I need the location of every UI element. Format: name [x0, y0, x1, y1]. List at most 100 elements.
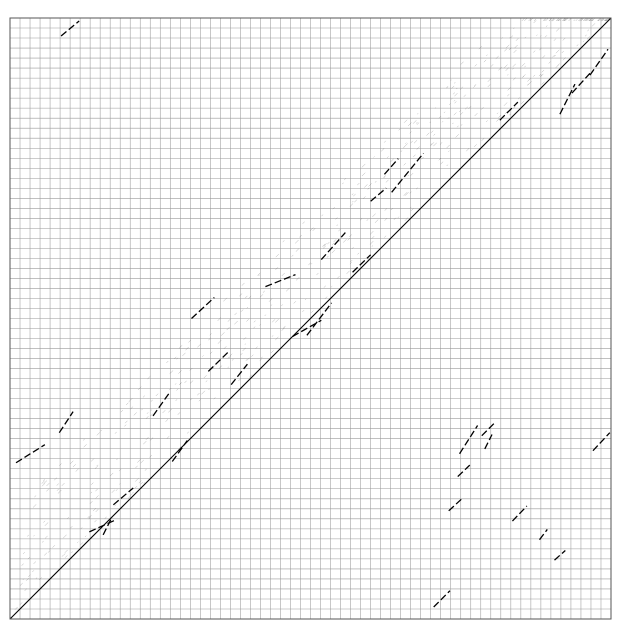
- faint-match-dot: [405, 142, 407, 144]
- faint-match-dot: [61, 482, 65, 486]
- faint-match-dot: [508, 47, 512, 51]
- faint-match-dot: [309, 227, 314, 232]
- faint-match-dot: [562, 57, 566, 61]
- faint-match-dot: [486, 54, 488, 57]
- faint-match-dot: [145, 436, 149, 441]
- faint-match-dot: [149, 454, 153, 458]
- faint-match-dot: [227, 356, 230, 359]
- faint-texture-layer: [14, 17, 612, 610]
- faint-match-dot: [338, 228, 341, 232]
- faint-match-dot: [110, 472, 114, 477]
- faint-match-dot: [533, 74, 536, 77]
- faint-match-dot: [155, 393, 159, 397]
- faint-match-dot: [459, 110, 462, 113]
- faint-match-dot: [248, 295, 252, 299]
- faint-match-dot: [144, 468, 147, 471]
- faint-match-dot: [524, 65, 526, 68]
- match-segment: [60, 20, 80, 37]
- faint-match-dot: [384, 208, 387, 211]
- match-segment: [370, 187, 387, 202]
- match-segment: [265, 274, 296, 288]
- faint-match-dot: [59, 463, 62, 466]
- faint-match-dot: [125, 402, 129, 406]
- faint-match-dot: [253, 320, 256, 323]
- faint-match-dot: [416, 187, 419, 190]
- faint-match-dot: [452, 122, 454, 125]
- faint-match-dot: [527, 78, 531, 82]
- faint-match-dot: [386, 156, 389, 159]
- faint-match-dot: [587, 29, 590, 32]
- faint-match-dot: [333, 239, 337, 243]
- faint-match-dot: [346, 270, 350, 275]
- faint-match-dot: [509, 113, 512, 116]
- faint-match-dot: [21, 563, 24, 566]
- faint-match-dot: [578, 19, 580, 22]
- faint-match-dot: [447, 117, 450, 119]
- faint-match-dot: [351, 246, 354, 250]
- faint-match-dot: [582, 18, 586, 22]
- faint-match-dot: [168, 408, 172, 413]
- faint-match-dot: [496, 112, 499, 115]
- faint-match-dot: [142, 395, 145, 398]
- faint-match-dot: [258, 274, 260, 277]
- faint-match-dot: [542, 17, 546, 22]
- faint-match-dot: [56, 483, 59, 486]
- faint-match-dot: [483, 59, 487, 63]
- faint-match-dot: [115, 489, 118, 491]
- faint-match-dot: [132, 491, 134, 494]
- match-segment: [112, 487, 134, 506]
- faint-match-dot: [383, 175, 386, 178]
- faint-match-dot: [513, 49, 517, 54]
- faint-match-dot: [416, 146, 420, 150]
- faint-match-dot: [557, 19, 560, 22]
- match-segment: [499, 101, 519, 121]
- faint-match-dot: [403, 163, 406, 166]
- faint-match-dot: [555, 64, 559, 68]
- faint-match-dot: [255, 346, 258, 349]
- faint-match-dot: [137, 458, 141, 463]
- faint-match-dot: [140, 481, 143, 485]
- faint-match-dot: [538, 73, 542, 77]
- faint-match-dot: [310, 263, 313, 265]
- faint-match-dot: [184, 380, 187, 384]
- faint-match-dot: [223, 297, 228, 302]
- faint-match-dot: [474, 112, 478, 117]
- faint-match-dot: [143, 482, 146, 484]
- faint-match-dot: [533, 20, 537, 24]
- faint-match-dot: [57, 489, 62, 494]
- match-segment: [459, 425, 479, 455]
- match-segment: [102, 516, 113, 536]
- faint-match-dot: [413, 154, 416, 158]
- faint-match-dot: [84, 535, 87, 538]
- faint-match-dot: [27, 556, 31, 560]
- faint-match-dot: [369, 230, 374, 235]
- faint-match-dot: [481, 106, 484, 110]
- faint-match-dot: [487, 78, 491, 82]
- faint-match-dot: [590, 19, 593, 22]
- faint-match-dot: [412, 120, 417, 124]
- faint-match-dot: [26, 577, 29, 581]
- faint-match-dot: [62, 534, 67, 539]
- faint-match-dot: [271, 319, 276, 323]
- faint-match-dot: [421, 156, 424, 160]
- faint-match-dot: [403, 192, 408, 196]
- match-segment: [589, 48, 609, 76]
- faint-match-dot: [176, 388, 179, 391]
- faint-match-dot: [512, 63, 516, 68]
- faint-match-dot: [584, 18, 588, 22]
- faint-match-dot: [409, 131, 412, 134]
- faint-match-dot: [485, 120, 488, 123]
- faint-match-dot: [95, 495, 99, 499]
- faint-match-dot: [465, 147, 470, 152]
- faint-match-dot: [451, 97, 453, 100]
- faint-match-dot: [443, 111, 446, 114]
- faint-match-dot: [124, 420, 128, 424]
- faint-match-dot: [295, 276, 300, 281]
- faint-match-dot: [454, 101, 457, 104]
- faint-match-dot: [451, 85, 455, 89]
- faint-match-dot: [404, 192, 409, 196]
- faint-match-dot: [504, 110, 509, 115]
- faint-match-dot: [149, 413, 153, 417]
- faint-match-dot: [130, 406, 134, 410]
- faint-match-dot: [90, 491, 93, 494]
